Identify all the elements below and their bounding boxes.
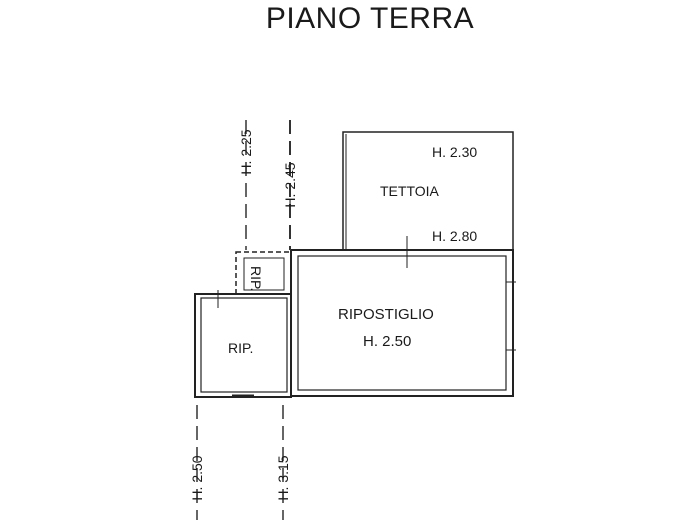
ripostiglio-height: H. 2.50 — [363, 333, 411, 350]
height-label-top-left: H. 2.25 — [238, 129, 254, 174]
ripostiglio-label: RIPOSTIGLIO — [338, 306, 434, 323]
height-label-bottom-left: H. 2.50 — [189, 455, 205, 500]
section-lines — [196, 120, 291, 520]
page-title: PIANO TERRA — [265, 2, 475, 35]
tettoia-height-bottom: H. 2.80 — [432, 228, 477, 244]
tettoia-area — [342, 131, 514, 268]
rip-small-label: RIP. — [228, 340, 253, 356]
height-label-top-right: H. 2.45 — [282, 162, 298, 207]
tettoia-height-top: H. 2.30 — [432, 144, 477, 160]
rip-tiny-room — [235, 251, 292, 295]
height-label-bottom-right: H. 3.15 — [275, 455, 291, 500]
ripostiglio-room — [290, 249, 516, 397]
tettoia-label: TETTOIA — [380, 183, 440, 199]
rip-tiny-label: RIP. — [248, 266, 264, 291]
